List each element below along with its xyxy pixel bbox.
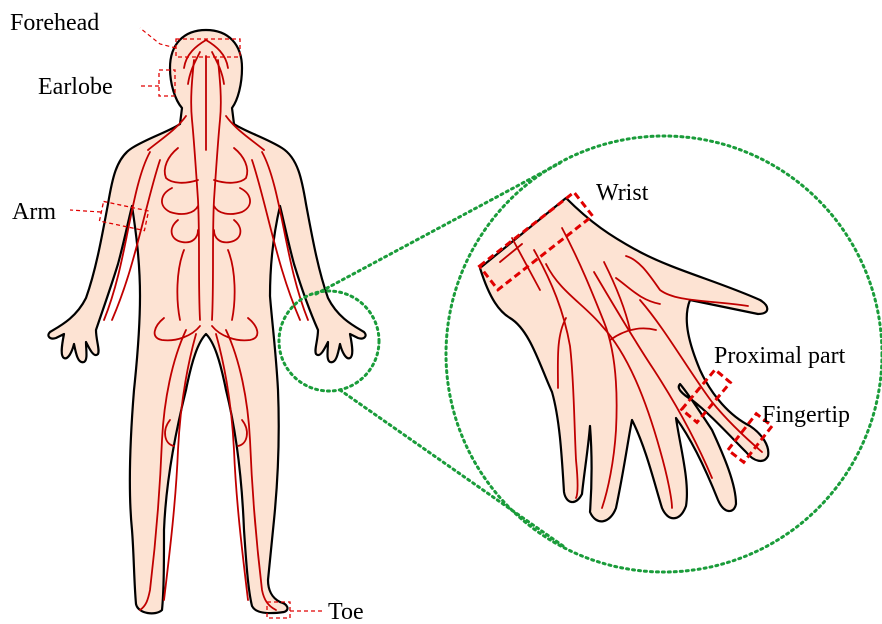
magnified-hand: Wrist Proximal part Fingertip bbox=[479, 180, 850, 521]
human-body-figure bbox=[48, 30, 365, 613]
fingertip-label: Fingertip bbox=[762, 402, 850, 428]
proximal-part-label: Proximal part bbox=[714, 343, 846, 369]
earlobe-marker: Earlobe bbox=[38, 70, 175, 100]
arm-label: Arm bbox=[12, 199, 56, 225]
wrist-label: Wrist bbox=[596, 180, 649, 206]
body-silhouette bbox=[48, 30, 365, 613]
forehead-leader bbox=[140, 28, 176, 48]
forehead-label: Forehead bbox=[10, 10, 99, 36]
arm-leader bbox=[70, 210, 101, 212]
toe-label: Toe bbox=[328, 599, 364, 624]
earlobe-label: Earlobe bbox=[38, 74, 113, 100]
